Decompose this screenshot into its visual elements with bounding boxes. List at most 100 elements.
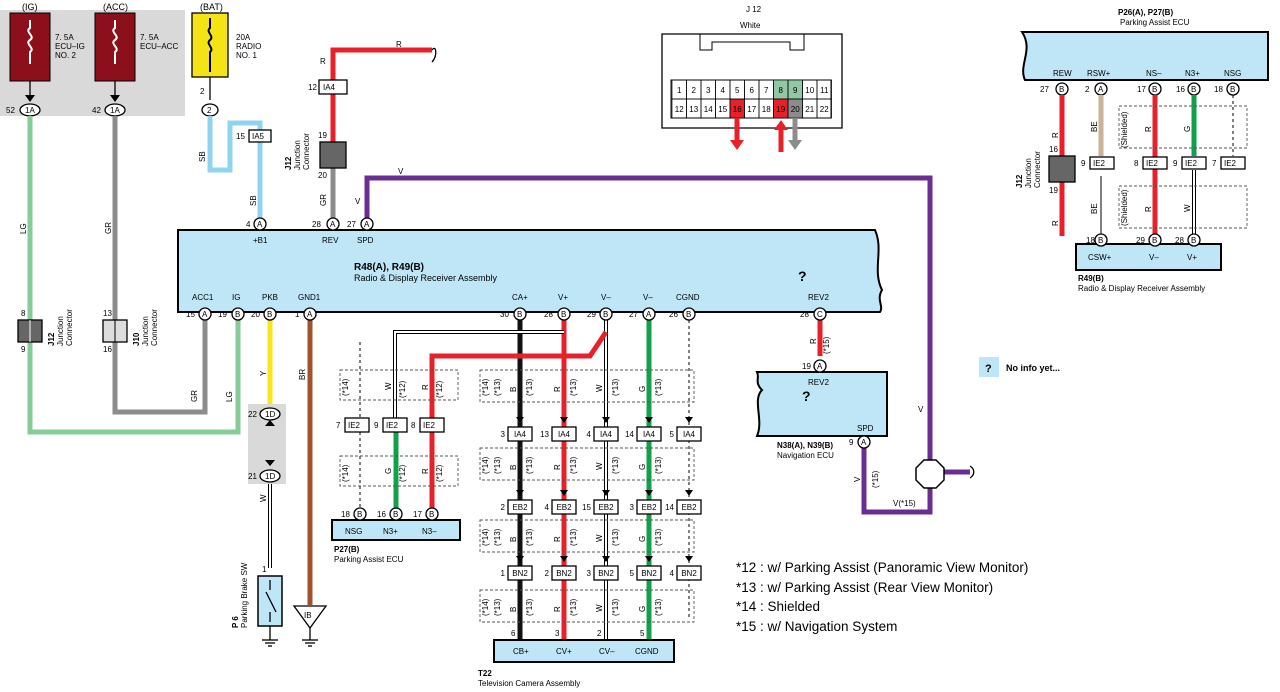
harness-shield-label: (*14) <box>481 456 490 474</box>
j12-pin-number: 19 <box>776 105 785 114</box>
wire-arrow <box>685 556 693 562</box>
harness-note-label: (*13) <box>493 598 502 616</box>
svg-text:W: W <box>1183 204 1192 212</box>
bn2-connector-label: BN2 <box>598 569 614 578</box>
svg-text:B: B <box>429 510 434 519</box>
svg-text:Connector: Connector <box>302 133 311 170</box>
wire-lg <box>27 116 241 435</box>
bn2-connector-label: BN2 <box>512 569 528 578</box>
svg-text:Parking Assist ECU: Parking Assist ECU <box>334 555 404 564</box>
eb2-connector-label: EB2 <box>641 503 657 512</box>
svg-text:1A: 1A <box>110 106 120 115</box>
bn2-connector-label: BN2 <box>641 569 657 578</box>
svg-text:Junction: Junction <box>56 316 65 346</box>
svg-text:13: 13 <box>103 309 112 318</box>
svg-text:16: 16 <box>1176 85 1185 94</box>
svg-text:1D: 1D <box>265 472 275 481</box>
svg-text:T22: T22 <box>478 669 492 678</box>
svg-text:SPD: SPD <box>857 424 874 433</box>
svg-text:J12: J12 <box>284 156 293 170</box>
svg-text:A: A <box>861 438 867 447</box>
svg-text:R: R <box>421 384 430 390</box>
svg-text:IE2: IE2 <box>423 421 436 430</box>
svg-text:IE2: IE2 <box>1224 159 1237 168</box>
svg-text:20: 20 <box>318 171 327 180</box>
harness-note-label: (*13) <box>525 598 534 616</box>
svg-text:NO. 1: NO. 1 <box>236 51 257 60</box>
harness-wire-label: W <box>595 534 604 542</box>
wire-arrow <box>602 556 610 562</box>
bn2-connector <box>676 565 702 581</box>
svg-text:N38(A), N39(B): N38(A), N39(B) <box>777 441 833 450</box>
svg-text:19: 19 <box>318 131 327 140</box>
eb2-connector-pin: 4 <box>545 503 550 512</box>
svg-text:P27(B): P27(B) <box>334 545 360 554</box>
j12-pin-number: 9 <box>793 86 798 95</box>
svg-text:Junction: Junction <box>141 316 150 346</box>
svg-text:Connector: Connector <box>65 309 74 346</box>
fuse-ig: 7. 5A ECU–IG NO. 2 <box>9 12 85 82</box>
svg-text:(Shielded): (Shielded) <box>1120 189 1129 226</box>
svg-text:V+: V+ <box>558 293 568 302</box>
parking-assist-ecu-top: P26(A), P27(B) Parking Assist ECU <box>1020 8 1269 81</box>
svg-text:27: 27 <box>629 310 638 319</box>
svg-text:30: 30 <box>500 310 509 319</box>
svg-text:(*15): (*15) <box>822 336 831 354</box>
j12-pin-number: 7 <box>764 86 769 95</box>
svg-text:CSW+: CSW+ <box>1088 253 1112 262</box>
svg-text:BE: BE <box>1090 121 1099 132</box>
svg-text:9: 9 <box>21 345 26 354</box>
harness-wire-label: W <box>595 462 604 470</box>
harness-note-label: (*13) <box>611 528 620 546</box>
ia4-connector <box>507 426 533 442</box>
harness-wire-label: G <box>638 464 647 470</box>
svg-text:A: A <box>817 362 823 371</box>
svg-text:GR: GR <box>319 194 328 206</box>
wire-red-top <box>330 47 432 80</box>
fuse-ig-header: (IG) <box>22 2 38 12</box>
j12-pin-number: 4 <box>721 86 726 95</box>
svg-text:SB: SB <box>249 195 258 206</box>
svg-text:ECU–ACC: ECU–ACC <box>140 42 178 51</box>
svg-text:B: B <box>517 310 522 319</box>
svg-text:7: 7 <box>1212 159 1217 168</box>
svg-text:W: W <box>384 382 393 390</box>
svg-text:8: 8 <box>411 421 416 430</box>
svg-text:White: White <box>740 21 761 30</box>
harness-note-label: (*13) <box>611 598 620 616</box>
ie2-bottom-left-row: IE2 7 IE2 9 IE2 8 <box>336 417 445 433</box>
bn2-connector-pin: 3 <box>587 569 592 578</box>
svg-text:15: 15 <box>236 132 245 141</box>
svg-text:REV: REV <box>322 236 339 245</box>
svg-text:28: 28 <box>312 220 321 229</box>
svg-text:IE2: IE2 <box>1185 159 1198 168</box>
harness-note-label: (*13) <box>525 456 534 474</box>
svg-text:Parking Assist ECU: Parking Assist ECU <box>1120 18 1190 27</box>
svg-text:*14 : Shielded: *14 : Shielded <box>736 599 820 614</box>
r49-receiver-box: B 18 CSW+ B 29 V– B 28 V+ R49(B) Radio &… <box>1075 233 1222 293</box>
svg-text:9: 9 <box>849 438 854 447</box>
harness-wire-label: G <box>638 536 647 542</box>
svg-text:R: R <box>421 468 430 474</box>
j12-pin-number: 1 <box>677 86 682 95</box>
harness-note-label: (*13) <box>654 378 663 396</box>
svg-text:SPD: SPD <box>357 236 374 245</box>
svg-text:No info yet...: No info yet... <box>1006 363 1060 373</box>
svg-text:NS–: NS– <box>1146 69 1162 78</box>
svg-text:V: V <box>918 405 924 414</box>
wire-arrow <box>602 490 610 496</box>
svg-text:W: W <box>259 494 268 502</box>
wire-arrow <box>685 417 693 423</box>
harness-note-label: (*13) <box>569 528 578 546</box>
j12-pin-number: 15 <box>718 105 727 114</box>
harness-note-label: (*13) <box>493 378 502 396</box>
parking-brake-switch: 1 P 6 Parking Brake SW <box>231 562 283 647</box>
harness-wire-label: W <box>595 384 604 392</box>
svg-text:B: B <box>1059 85 1064 94</box>
ia4-connector-pin: 5 <box>670 430 675 439</box>
svg-text:B: B <box>1152 85 1157 94</box>
wire-arrow <box>560 490 568 496</box>
svg-text:12: 12 <box>308 83 317 92</box>
svg-text:42: 42 <box>92 106 101 115</box>
